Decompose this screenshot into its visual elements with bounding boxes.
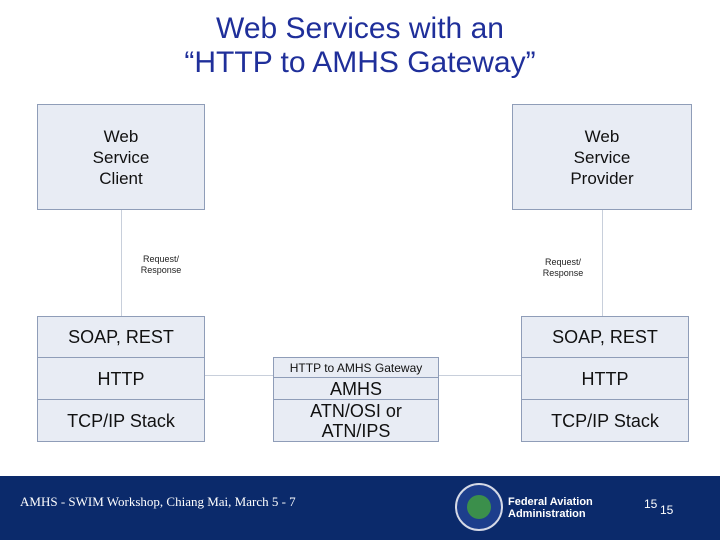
gateway-amhs: AMHS [273,377,439,400]
gateway-atn: ATN/OSI or ATN/IPS [273,399,439,442]
gateway-header: HTTP to AMHS Gateway [273,357,439,378]
footer-bar [0,476,720,540]
provider-line-1: Web [584,126,620,146]
client-request-response-label: Request/ Response [131,254,191,276]
provider-request-response-label: Request/ Response [533,257,593,279]
provider-stack-soap-rest: SOAP, REST [521,316,689,358]
faa-name: Federal Aviation Administration [508,496,593,520]
provider-edge-label-1: Request/ [544,257,582,267]
client-line-1: Web [103,126,139,146]
client-line-2: Service [92,147,150,167]
faa-name-line-2: Administration [508,508,586,520]
provider-line-3: Provider [570,168,634,188]
client-line-3: Client [99,168,143,188]
provider-connector [602,209,603,317]
faa-name-line-1: Federal Aviation [508,496,593,508]
page-number-duplicate: 15 [660,503,674,517]
seal-center [467,495,491,519]
client-edge-label-1: Request/ [142,254,180,264]
client-stack-tcpip: TCP/IP Stack [37,399,205,442]
faa-seal-icon [455,483,503,531]
provider-edge-label-2: Response [542,268,584,278]
provider-stack-http: HTTP [521,357,689,400]
gateway-atn-line-1: ATN/OSI or [310,400,402,421]
title-line-1: Web Services with an [216,12,504,45]
client-connector [121,209,122,317]
provider-stack-tcpip: TCP/IP Stack [521,399,689,442]
web-service-client-box: Web Service Client [37,104,205,210]
gateway-atn-line-2: ATN/IPS [321,420,391,441]
title-line-2: “HTTP to AMHS Gateway” [184,46,536,79]
client-edge-label-2: Response [140,265,182,275]
right-gateway-link [438,375,522,376]
client-stack-soap-rest: SOAP, REST [37,316,205,358]
footer-workshop-text: AMHS - SWIM Workshop, Chiang Mai, March … [20,494,296,509]
left-gateway-link [204,375,274,376]
slide-title: Web Services with an “HTTP to AMHS Gatew… [0,12,720,80]
page-number: 15 [644,497,658,511]
provider-line-2: Service [573,147,631,167]
client-stack-http: HTTP [37,357,205,400]
web-service-provider-box: Web Service Provider [512,104,692,210]
